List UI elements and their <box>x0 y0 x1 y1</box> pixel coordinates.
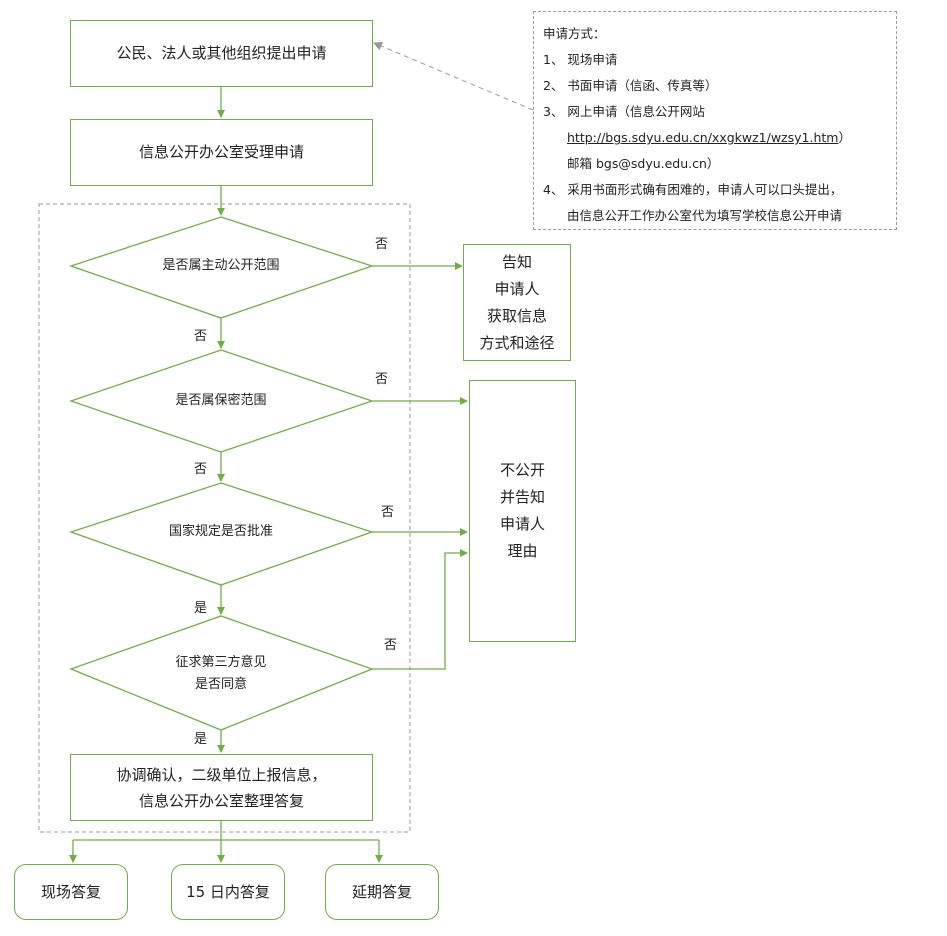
note-email-prefix: 邮箱 <box>567 156 596 171</box>
note-pointer-arrow <box>373 41 534 111</box>
decision-state-approval: 国家规定是否批准 <box>121 520 321 544</box>
refuse-line1: 不公开 <box>499 461 545 479</box>
note-url-close: ） <box>838 130 851 145</box>
coordinate-line2: 信息公开办公室整理答复 <box>138 791 304 810</box>
decision-public-scope-text: 是否属主动公开范围 <box>162 258 280 273</box>
apply-text: 公民、法人或其他组织提出申请 <box>116 44 327 62</box>
coordinate-box: 协调确认，二级单位上报信息， 信息公开办公室整理答复 <box>70 754 373 821</box>
note-item-onsite: 1、 现场申请 <box>543 52 618 67</box>
refuse-line3: 申请人 <box>499 515 545 533</box>
edge-label-d2-no-right: 否 <box>375 372 389 387</box>
decision-diamond-public-scope <box>68 216 375 319</box>
review-group-frame <box>38 203 411 833</box>
note-item-oral-cont: 由信息公开工作办公室代为填写学校信息公开申请 <box>567 208 843 223</box>
accept-box: 信息公开办公室受理申请 <box>70 119 373 186</box>
decision-diamond-state-approval <box>68 482 375 586</box>
decision-secret-scope: 是否属保密范围 <box>121 389 321 413</box>
note-url-line: http://bgs.sdyu.edu.cn/xxgkwz1/wzsy1.htm… <box>543 125 896 151</box>
note-email-close: ） <box>706 156 720 171</box>
refuse-box: 不公开 并告知 申请人 理由 <box>469 380 576 642</box>
note-item-oral: 4、 采用书面形式确有困难的，申请人可以口头提出， <box>543 182 843 197</box>
edge-label-d4-no-right: 否 <box>384 638 398 653</box>
decision-diamond-third-party <box>69 615 374 731</box>
decision-state-approval-text: 国家规定是否批准 <box>168 524 273 539</box>
decision-third-party: 征求第三方意见 是否同意 <box>121 650 321 698</box>
decision-public-scope: 是否属主动公开范围 <box>121 254 321 278</box>
apply-box: 公民、法人或其他组织提出申请 <box>70 20 373 87</box>
notify-line1: 告知 <box>501 252 532 271</box>
notify-line2: 申请人 <box>494 279 540 298</box>
outcome-15-days-text: 15 日内答复 <box>186 882 270 901</box>
coordinate-line1: 协调确认，二级单位上报信息， <box>116 765 327 784</box>
note-item-written: 2、 书面申请（信函、传真等） <box>543 78 718 93</box>
application-methods-note: 申请方式： 1、 现场申请 2、 书面申请（信函、传真等） 3、 网上申请（信息… <box>533 11 897 230</box>
edge-label-d1-no-right: 否 <box>375 237 389 252</box>
decision-third-party-line1: 征求第三方意见 <box>175 655 267 670</box>
outcome-onsite-box: 现场答复 <box>14 864 128 920</box>
notify-line4: 方式和途径 <box>479 333 555 352</box>
edge-label-d2-no-down: 否 <box>194 462 208 477</box>
notify-box: 告知 申请人 获取信息 方式和途径 <box>463 244 571 361</box>
outcome-extended-box: 延期答复 <box>325 864 439 920</box>
accept-text: 信息公开办公室受理申请 <box>138 143 304 161</box>
notify-line3: 获取信息 <box>486 306 547 325</box>
note-item-online: 3、 网上申请（信息公开网站 <box>543 104 705 119</box>
edge-label-d3-yes-down: 是 <box>194 601 208 616</box>
note-website-link[interactable]: http://bgs.sdyu.edu.cn/xxgkwz1/wzsy1.htm <box>567 130 839 145</box>
refuse-line2: 并告知 <box>499 488 545 506</box>
note-email: bgs@sdyu.edu.cn <box>595 156 707 171</box>
decision-secret-scope-text: 是否属保密范围 <box>175 393 267 408</box>
outcome-15-days-box: 15 日内答复 <box>171 864 285 920</box>
decision-third-party-line2: 是否同意 <box>194 677 247 692</box>
decision-diamond-secret-scope <box>68 349 375 453</box>
refuse-line4: 理由 <box>507 542 538 560</box>
note-email-line: 邮箱 bgs@sdyu.edu.cn） <box>543 151 896 177</box>
outcome-onsite-text: 现场答复 <box>40 882 101 901</box>
outcome-extended-text: 延期答复 <box>351 882 412 901</box>
edge-label-d1-no-down: 否 <box>194 329 208 344</box>
note-title: 申请方式： <box>543 26 606 41</box>
edge-label-d4-yes-down: 是 <box>194 732 208 747</box>
edge-label-d3-no-right: 否 <box>381 505 395 520</box>
